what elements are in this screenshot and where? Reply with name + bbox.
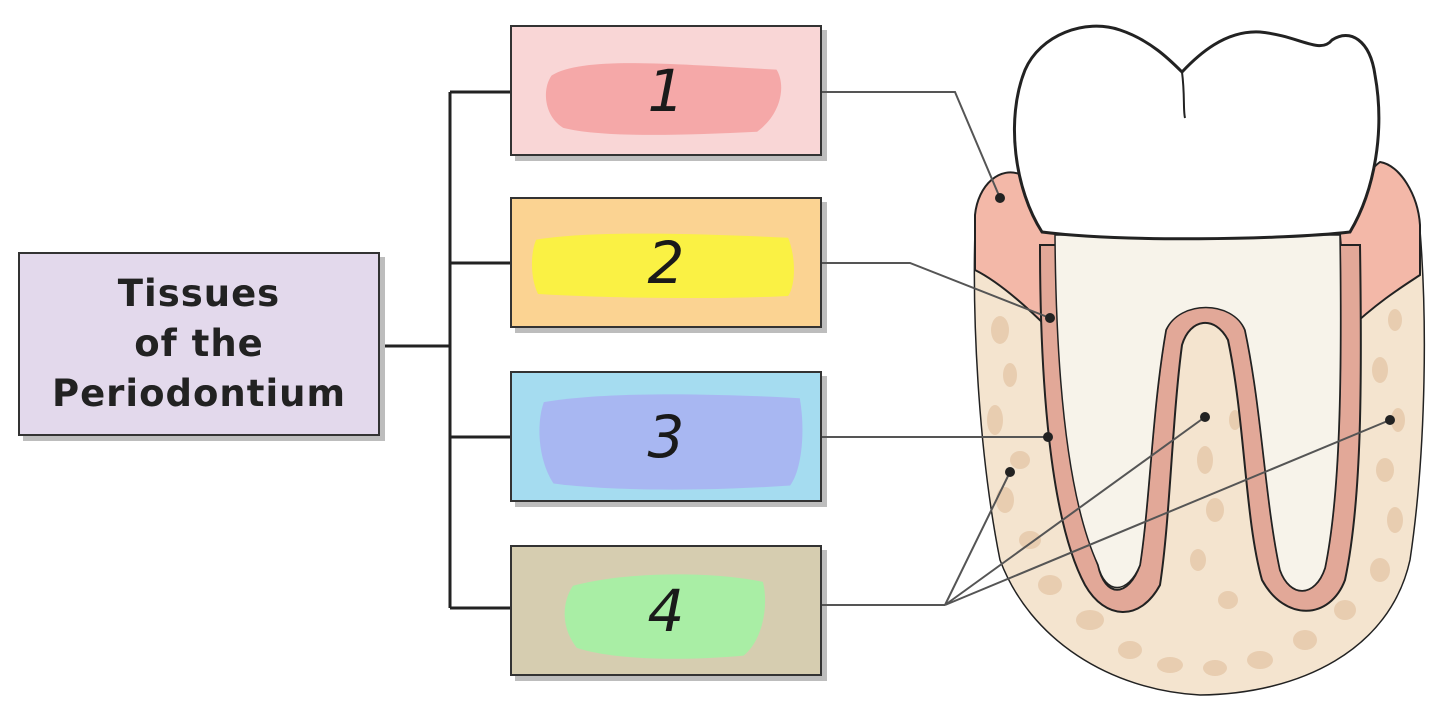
label-number-4: 4 [647, 576, 685, 645]
leader-dots [995, 193, 1395, 477]
highlight-scribble-1 [545, 63, 782, 135]
label-box-3: 3 [510, 371, 822, 502]
highlight-scribble-4 [564, 574, 766, 659]
label-number-1: 1 [647, 56, 685, 125]
label-number-3: 3 [647, 402, 685, 471]
root-title-line-3: Periodontium [51, 372, 347, 415]
label-box-1: 1 [510, 25, 822, 156]
tooth-root [1054, 234, 1342, 592]
highlight-scribble-2 [531, 233, 794, 299]
tooth-crown [1012, 24, 1381, 241]
leader-lines [822, 91, 1391, 606]
root-box-periodontium: Tissues of the Periodontium [18, 252, 380, 436]
label-box-2: 2 [510, 197, 822, 328]
root-title-line-1: Tissues [117, 272, 281, 315]
label-box-4: 4 [510, 545, 822, 676]
root-title-line-2: of the [134, 322, 264, 365]
crown-groove [1181, 71, 1186, 119]
label-number-2: 2 [647, 228, 685, 297]
highlight-scribble-3 [539, 394, 803, 490]
